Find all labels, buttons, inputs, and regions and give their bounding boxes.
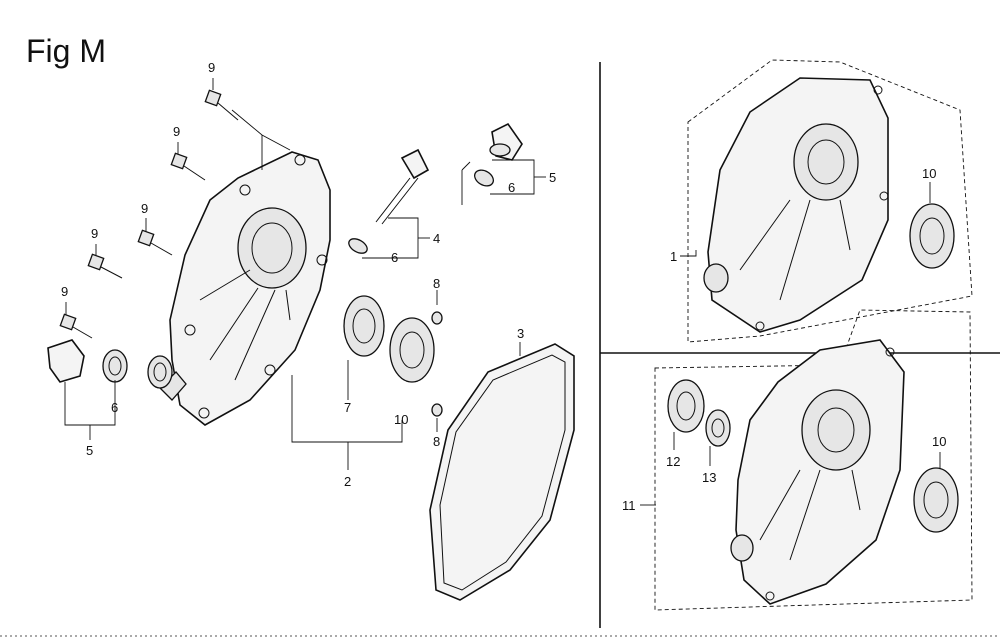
leader-1	[680, 250, 697, 257]
callout-10: 10	[394, 412, 408, 427]
bearing-13	[705, 409, 731, 447]
dowel-pin-upper	[431, 311, 443, 325]
o-ring-top	[474, 169, 494, 187]
callout-6: 6	[111, 400, 118, 415]
callout-9: 9	[173, 124, 180, 139]
callout-2: 2	[344, 474, 351, 489]
callout-6: 6	[391, 250, 398, 265]
o-ring-left	[102, 349, 128, 383]
callout-9: 9	[208, 60, 215, 75]
callout-12: 12	[666, 454, 680, 469]
callout-5: 5	[86, 443, 93, 458]
o-ring-dipstick	[348, 238, 368, 254]
ball-bearing-left	[389, 317, 435, 383]
callout-8: 8	[433, 276, 440, 291]
oil-filler-cap-left	[47, 339, 85, 383]
callout-5: 5	[549, 170, 556, 185]
callout-9: 9	[141, 201, 148, 216]
crankcase-gasket	[429, 343, 575, 601]
callout-9: 9	[61, 284, 68, 299]
ball-bearing-12	[667, 379, 705, 433]
oil-dipstick	[375, 148, 430, 225]
leader-lines-left	[64, 78, 546, 470]
ball-bearing-right-top	[909, 203, 955, 269]
callout-13: 13	[702, 470, 716, 485]
bushing-left	[147, 355, 173, 389]
callout-3: 3	[517, 326, 524, 341]
callout-9: 9	[91, 226, 98, 241]
bolt-9d	[87, 253, 123, 279]
ball-bearing-right-bottom	[913, 467, 959, 533]
callout-6: 6	[508, 180, 515, 195]
crankcase-cover	[159, 151, 331, 426]
bolt-9a	[204, 89, 239, 121]
bolt-9b	[170, 152, 206, 181]
callout-4: 4	[433, 231, 440, 246]
callout-10: 10	[932, 434, 946, 449]
oil-filler-cap-top	[489, 122, 523, 161]
oil-seal	[343, 295, 385, 357]
figure-title: Fig M	[26, 33, 106, 69]
callout-11: 11	[622, 498, 636, 513]
dowel-pin-lower	[431, 403, 443, 417]
crankcase-cover-assembly-1	[687, 59, 973, 343]
callout-1: 1	[670, 249, 677, 264]
callout-8: 8	[433, 434, 440, 449]
crankcase-cover-assembly-11	[654, 309, 973, 611]
bolt-9c	[137, 229, 173, 256]
callout-10: 10	[922, 166, 936, 181]
callout-7: 7	[344, 400, 351, 415]
bolt-9e	[59, 313, 93, 339]
